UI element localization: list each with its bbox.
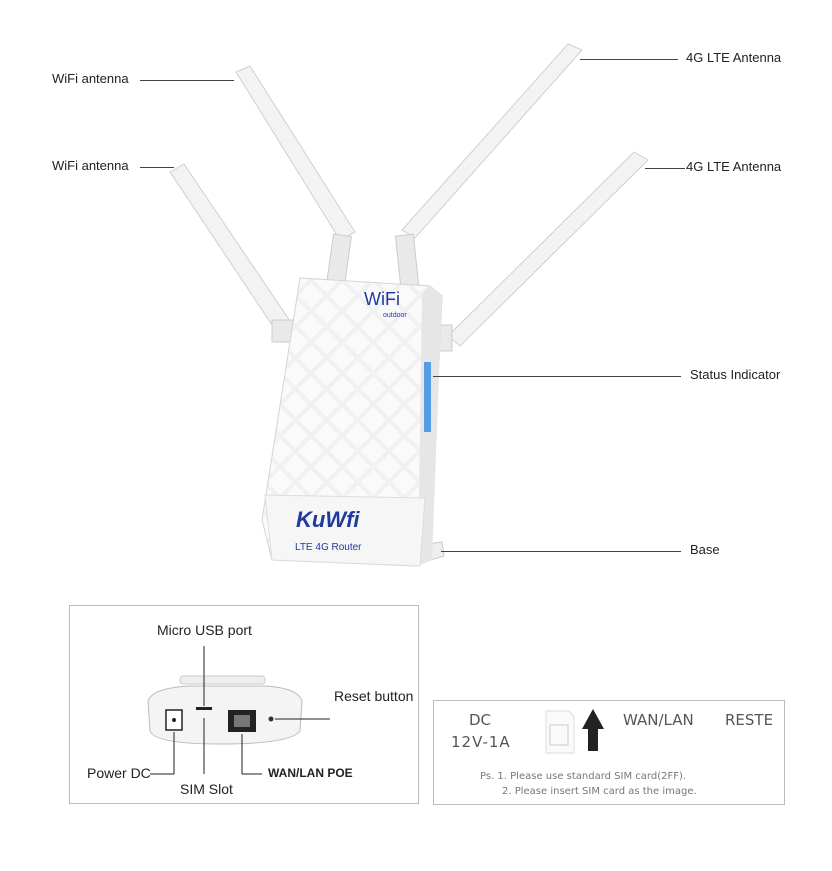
label-sim-slot: SIM Slot (180, 781, 233, 797)
model-text: LTE 4G Router (295, 542, 362, 553)
callout-wifi-antenna-1: WiFi antenna (52, 71, 129, 86)
ports-panel: Micro USB port Reset button Power DC SIM… (69, 605, 419, 804)
corner-logo-sub: outdoor (383, 312, 407, 319)
sticker-reset: RESTE (725, 711, 774, 729)
port-sticker: DC 12V-1A WAN/LAN RESTE Ps. 1. Please us… (433, 700, 785, 805)
callout-status-indicator: Status Indicator (690, 367, 781, 382)
status-leds (424, 362, 431, 432)
label-reset-button: Reset button (334, 688, 414, 704)
sim-insert-illustration (545, 709, 604, 754)
ports-illustration (147, 646, 330, 775)
wifi-antenna-1 (235, 65, 356, 287)
brand-logo: KuWfi (296, 507, 360, 532)
wifi-antenna-2 (169, 163, 295, 343)
lte-antenna-1 (394, 43, 583, 289)
sticker-dc: DC (469, 711, 492, 729)
sticker-wan-lan: WAN/LAN (623, 711, 694, 729)
sticker-note-1: Ps. 1. Please use standard SIM card(2FF)… (480, 771, 687, 782)
callout-lte-antenna-2: 4G LTE Antenna (686, 159, 782, 174)
label-power-dc: Power DC (87, 765, 151, 781)
callout-line (441, 551, 681, 552)
callout-wifi-antenna-2: WiFi antenna (52, 158, 129, 173)
callout-line (140, 80, 234, 81)
sticker-note-2: 2. Please insert SIM card as the image. (502, 786, 697, 797)
callout-line (580, 59, 678, 60)
callout-base: Base (690, 542, 720, 557)
callout-line (140, 167, 174, 168)
callout-line (645, 168, 685, 169)
label-wan-lan-poe: WAN/LAN POE (268, 766, 353, 780)
callout-line (433, 376, 681, 377)
callout-lte-antenna-1: 4G LTE Antenna (686, 50, 782, 65)
label-micro-usb: Micro USB port (157, 622, 252, 638)
sticker-voltage: 12V-1A (451, 733, 511, 751)
corner-logo: WiFi (364, 289, 400, 309)
